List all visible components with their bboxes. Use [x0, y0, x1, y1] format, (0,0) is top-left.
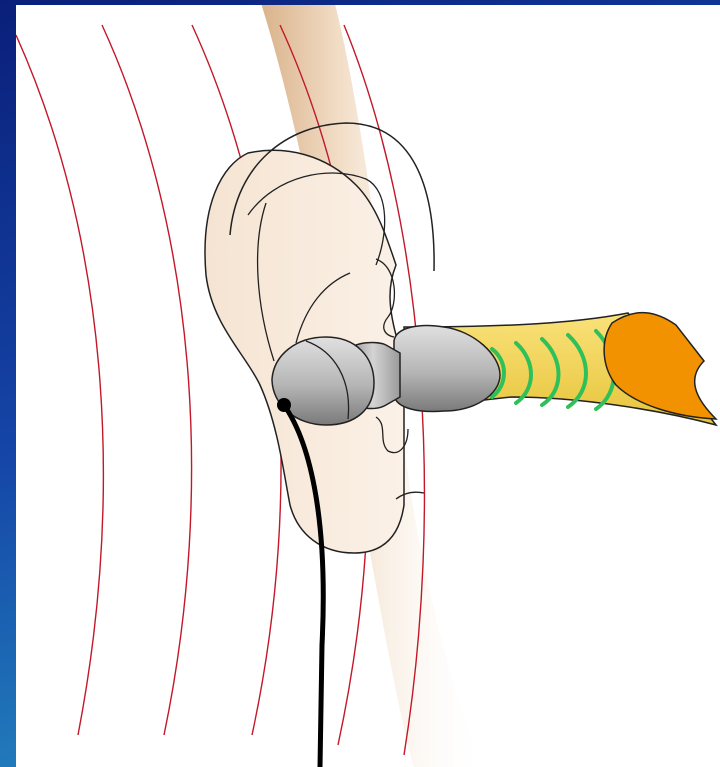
diagram-canvas	[16, 5, 720, 767]
earbud-diagram	[16, 5, 720, 767]
